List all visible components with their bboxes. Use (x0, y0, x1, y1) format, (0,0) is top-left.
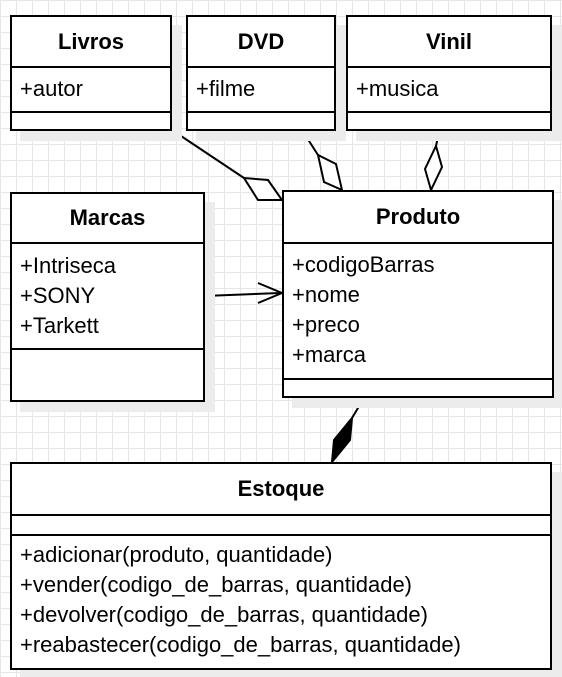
method: +vender(codigo_de_barras, quantidade) (20, 572, 413, 597)
method: +adicionar(produto, quantidade) (20, 542, 333, 567)
aggregation-diamond-icon (242, 176, 284, 201)
attribute: +nome (292, 282, 360, 307)
methods-section (284, 380, 552, 396)
attribute: +musica (356, 76, 439, 101)
method: +devolver(codigo_de_barras, quantidade) (20, 602, 428, 627)
aggregation-diamond-icon (423, 143, 444, 193)
methods-section (348, 113, 550, 129)
relation-livros-produto (171, 129, 284, 201)
attribute: +filme (196, 76, 256, 101)
attributes-section: +autor (12, 68, 170, 113)
attribute: +SONY (20, 283, 96, 308)
method: +reabastecer(codigo_de_barras, quantidad… (20, 632, 461, 657)
methods-section (12, 350, 203, 400)
class-name: Estoque (12, 464, 550, 516)
relation-dvd-produto (301, 129, 344, 192)
class-dvd[interactable]: DVD +filme (186, 15, 336, 131)
class-marcas[interactable]: Marcas +Intriseca +SONY +Tarkett (10, 192, 205, 402)
class-estoque[interactable]: Estoque +adicionar(produto, quantidade) … (10, 462, 552, 670)
class-name: DVD (188, 17, 334, 68)
attributes-section: +musica (348, 68, 550, 113)
class-vinil[interactable]: Vinil +musica (346, 15, 552, 131)
relation-vinil-produto (423, 131, 444, 193)
aggregation-diamond-icon (316, 153, 344, 192)
class-produto[interactable]: Produto +codigoBarras +nome +preco +marc… (282, 190, 554, 398)
class-name: Marcas (12, 194, 203, 244)
attribute: +autor (20, 76, 83, 101)
class-name: Produto (284, 192, 552, 244)
attribute: +preco (292, 312, 360, 337)
attribute: +marca (292, 342, 366, 367)
attributes-section: +filme (188, 68, 334, 113)
relation-marcas-produto (203, 282, 285, 304)
class-livros[interactable]: Livros +autor (10, 15, 172, 131)
relation-produto-estoque (330, 397, 365, 466)
attribute: +Intriseca (20, 253, 116, 278)
methods-section (12, 113, 170, 129)
methods-section: +adicionar(produto, quantidade) +vender(… (12, 536, 550, 668)
methods-section (188, 113, 334, 129)
attributes-section (12, 516, 550, 536)
attributes-section: +codigoBarras +nome +preco +marca (284, 244, 552, 380)
composition-diamond-icon (330, 414, 354, 466)
attributes-section: +Intriseca +SONY +Tarkett (12, 244, 203, 350)
class-name: Livros (12, 17, 170, 68)
attribute: +Tarkett (20, 313, 99, 338)
attribute: +codigoBarras (292, 252, 435, 277)
class-name: Vinil (348, 17, 550, 68)
